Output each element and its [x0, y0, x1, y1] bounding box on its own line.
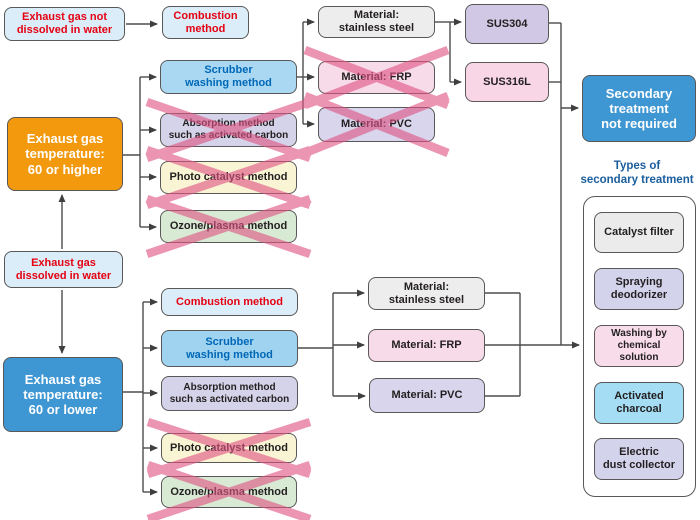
node-material-stainless-steel-top: Material: stainless steel — [318, 6, 435, 38]
node-exhaust-temp-60-or-lower: Exhaust gas temperature: 60 or lower — [3, 357, 123, 432]
node-combustion-method-top: Combustion method — [162, 6, 249, 39]
node-photo-catalyst-method-top: Photo catalyst method — [160, 161, 297, 194]
node-combustion-method-bottom: Combustion method — [161, 288, 298, 316]
node-catalyst-filter: Catalyst filter — [594, 212, 684, 253]
node-washing-by-chemical-solution: Washing by chemical solution — [594, 325, 684, 367]
node-electric-dust-collector: Electric dust collector — [594, 438, 684, 480]
node-material-pvc-top: Material: PVC — [318, 107, 435, 142]
node-ozone-plasma-method-bottom: Ozone/plasma method — [161, 476, 297, 508]
node-material-pvc-bottom: Material: PVC — [369, 378, 485, 413]
node-exhaust-temp-60-or-higher: Exhaust gas temperature: 60 or higher — [7, 117, 123, 191]
node-photo-catalyst-method-bottom: Photo catalyst method — [161, 433, 297, 463]
node-scrubber-washing-method-bottom: Scrubber washing method — [161, 330, 298, 367]
node-sus316l: SUS316L — [465, 62, 549, 102]
node-secondary-treatment-not-required: Secondary treatment not required — [582, 75, 696, 142]
node-scrubber-washing-method-top: Scrubber washing method — [160, 60, 297, 94]
node-spraying-deodorizer: Spraying deodorizer — [594, 268, 684, 310]
node-activated-charcoal: Activated charcoal — [594, 382, 684, 424]
node-material-stainless-steel-bottom: Material: stainless steel — [368, 277, 485, 310]
node-sus304: SUS304 — [465, 4, 549, 44]
node-material-frp-top: Material: FRP — [318, 61, 435, 94]
secondary-treatment-panel-title: Types of secondary treatment — [580, 160, 694, 186]
node-absorption-method-top: Absorption method such as activated carb… — [160, 113, 297, 147]
node-exhaust-gas-not-dissolved: Exhaust gas not dissolved in water — [4, 7, 125, 41]
node-ozone-plasma-method-top: Ozone/plasma method — [160, 210, 297, 243]
node-exhaust-gas-dissolved: Exhaust gas dissolved in water — [4, 251, 123, 288]
node-absorption-method-bottom: Absorption method such as activated carb… — [161, 376, 298, 411]
node-material-frp-bottom: Material: FRP — [368, 329, 485, 362]
